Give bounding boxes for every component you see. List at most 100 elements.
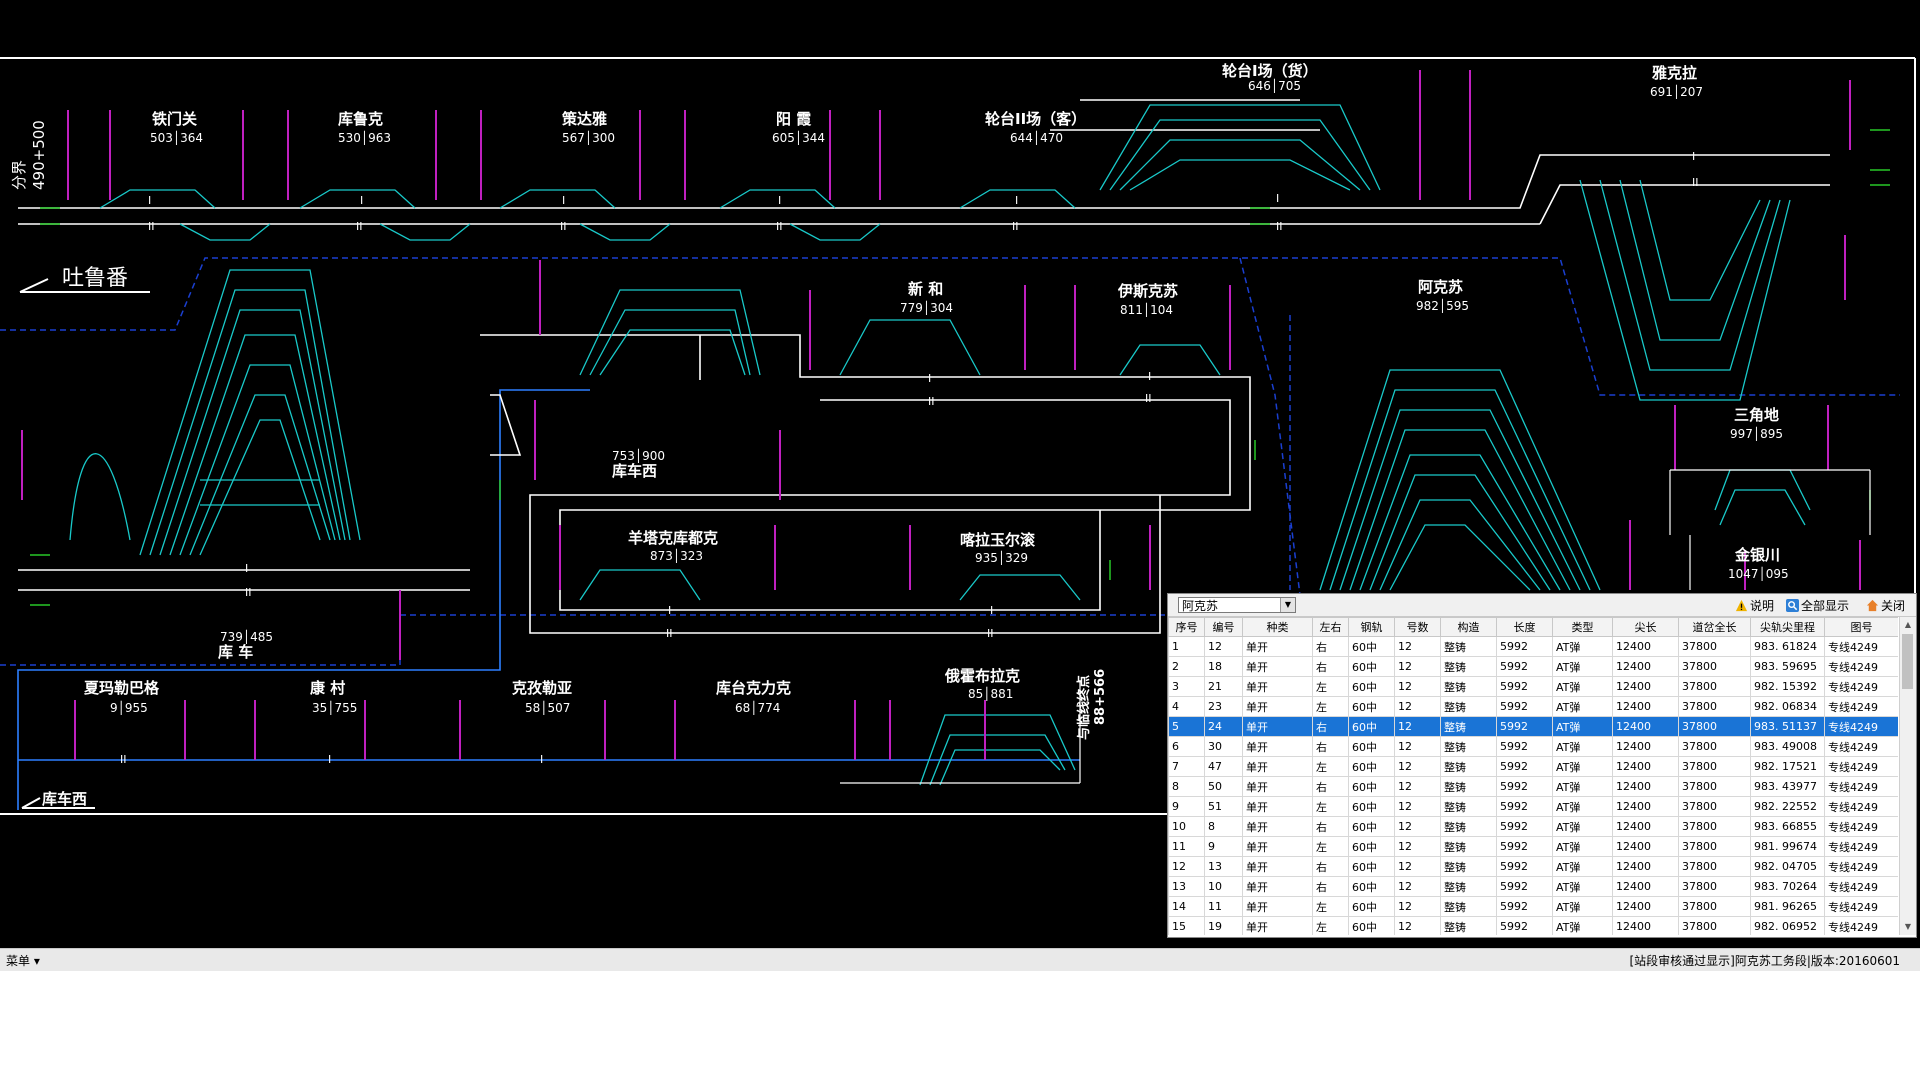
station-km: 58│507 bbox=[525, 700, 570, 715]
table-cell: 12 bbox=[1394, 916, 1441, 935]
column-header[interactable]: 尖长 bbox=[1612, 617, 1679, 637]
scroll-thumb[interactable] bbox=[1902, 634, 1913, 689]
station-name: 喀拉玉尔滚 bbox=[960, 531, 1036, 549]
station-name: 轮台II场（客） bbox=[985, 110, 1086, 128]
table-cell: AT弹 bbox=[1552, 776, 1613, 797]
table-cell: 9 bbox=[1168, 796, 1205, 817]
column-header[interactable]: 构造 bbox=[1440, 617, 1497, 637]
table-cell: 2 bbox=[1168, 656, 1205, 677]
table-cell: 11 bbox=[1204, 896, 1243, 917]
table-cell: 专线4249 bbox=[1824, 656, 1898, 677]
connector-line bbox=[17, 389, 1080, 810]
table-cell: 982. 22552 bbox=[1750, 796, 1825, 817]
station-select[interactable]: 阿克苏 ▼ bbox=[1178, 597, 1296, 613]
column-header[interactable]: 类型 bbox=[1552, 617, 1613, 637]
home-close-icon bbox=[1866, 599, 1879, 612]
table-cell: 60中 bbox=[1348, 636, 1395, 657]
column-header[interactable]: 钢轨 bbox=[1348, 617, 1395, 637]
station-km: 811│104 bbox=[1120, 302, 1173, 317]
close-button[interactable]: 关闭 bbox=[1866, 597, 1905, 614]
station-km: 9│955 bbox=[110, 700, 148, 715]
column-header[interactable]: 种类 bbox=[1242, 617, 1313, 637]
diagram-canvas[interactable]: 铁门关 503│364 库鲁克 530│963 策达雅 567│300 阳 霞 … bbox=[0, 0, 1920, 948]
table-cell: 单开 bbox=[1242, 836, 1313, 857]
direction-kuchexi: 库车西 bbox=[42, 790, 87, 808]
menu-button[interactable]: 菜单 ▾ bbox=[6, 954, 40, 968]
table-cell: 单开 bbox=[1242, 816, 1313, 837]
column-header[interactable]: 长度 bbox=[1496, 617, 1553, 637]
scroll-up-icon[interactable]: ▲ bbox=[1904, 620, 1912, 629]
table-cell: AT弹 bbox=[1552, 836, 1613, 857]
column-header[interactable]: 号数 bbox=[1394, 617, 1441, 637]
table-cell: 5992 bbox=[1496, 856, 1553, 877]
scroll-down-icon[interactable]: ▼ bbox=[1904, 922, 1912, 931]
table-cell: 整铸 bbox=[1440, 756, 1497, 777]
track-diagram[interactable]: 铁门关 503│364 库鲁克 530│963 策达雅 567│300 阳 霞 … bbox=[0, 0, 1920, 948]
chevron-down-icon[interactable]: ▼ bbox=[1280, 598, 1295, 612]
terminus-km: 88+566 bbox=[1093, 669, 1108, 725]
column-header[interactable]: 序号 bbox=[1168, 617, 1205, 637]
table-cell: 右 bbox=[1312, 776, 1349, 797]
column-header[interactable]: 尖轨尖里程 bbox=[1750, 617, 1825, 637]
table-cell: 13 bbox=[1168, 876, 1205, 897]
table-cell: 左 bbox=[1312, 676, 1349, 697]
station-name: 夏玛勒巴格 bbox=[83, 679, 160, 697]
table-cell: 单开 bbox=[1242, 636, 1313, 657]
table-cell: 整铸 bbox=[1440, 876, 1497, 897]
table-cell: 12400 bbox=[1612, 676, 1679, 697]
table-cell: 37800 bbox=[1678, 756, 1751, 777]
svg-text:II: II bbox=[148, 220, 155, 233]
table-cell: 整铸 bbox=[1440, 856, 1497, 877]
svg-text:II: II bbox=[356, 220, 363, 233]
table-cell: 37800 bbox=[1678, 796, 1751, 817]
column-header[interactable]: 图号 bbox=[1824, 617, 1898, 637]
table-cell: 10 bbox=[1204, 876, 1243, 897]
svg-text:I: I bbox=[668, 604, 671, 617]
table-cell: 60中 bbox=[1348, 716, 1395, 737]
table-cell: 右 bbox=[1312, 736, 1349, 757]
station-name: 库鲁克 bbox=[338, 110, 383, 128]
column-header[interactable]: 道岔全长 bbox=[1678, 617, 1751, 637]
table-cell: 12400 bbox=[1612, 736, 1679, 757]
station-name: 轮台I场（货） bbox=[1222, 62, 1318, 80]
column-header[interactable]: 左右 bbox=[1312, 617, 1349, 637]
table-cell: 整铸 bbox=[1440, 676, 1497, 697]
table-cell: 37800 bbox=[1678, 896, 1751, 917]
table-cell: 1 bbox=[1168, 636, 1205, 657]
table-cell: 12 bbox=[1168, 856, 1205, 877]
show-all-button[interactable]: 全部显示 bbox=[1786, 597, 1849, 614]
vertical-scrollbar[interactable]: ▲ ▼ bbox=[1899, 617, 1916, 935]
info-button[interactable]: 说明 bbox=[1735, 597, 1774, 614]
table-cell: 右 bbox=[1312, 816, 1349, 837]
table-cell: 6 bbox=[1168, 736, 1205, 757]
station-km: 753│900 bbox=[612, 448, 665, 463]
column-header[interactable]: 编号 bbox=[1204, 617, 1243, 637]
table-cell: 983. 51137 bbox=[1750, 716, 1825, 737]
direction-arrows bbox=[30, 129, 1890, 606]
station-labels: 铁门关 503│364 库鲁克 530│963 策达雅 567│300 阳 霞 … bbox=[83, 62, 1789, 715]
table-cell: 专线4249 bbox=[1824, 836, 1898, 857]
table-cell: 21 bbox=[1204, 676, 1243, 697]
table-cell: 12400 bbox=[1612, 896, 1679, 917]
station-name: 库 车 bbox=[218, 643, 253, 661]
station-km: 35│755 bbox=[312, 700, 357, 715]
table-cell: 51 bbox=[1204, 796, 1243, 817]
svg-text:II: II bbox=[987, 627, 994, 640]
table-cell: 5 bbox=[1168, 716, 1205, 737]
table-cell: 整铸 bbox=[1440, 916, 1497, 935]
